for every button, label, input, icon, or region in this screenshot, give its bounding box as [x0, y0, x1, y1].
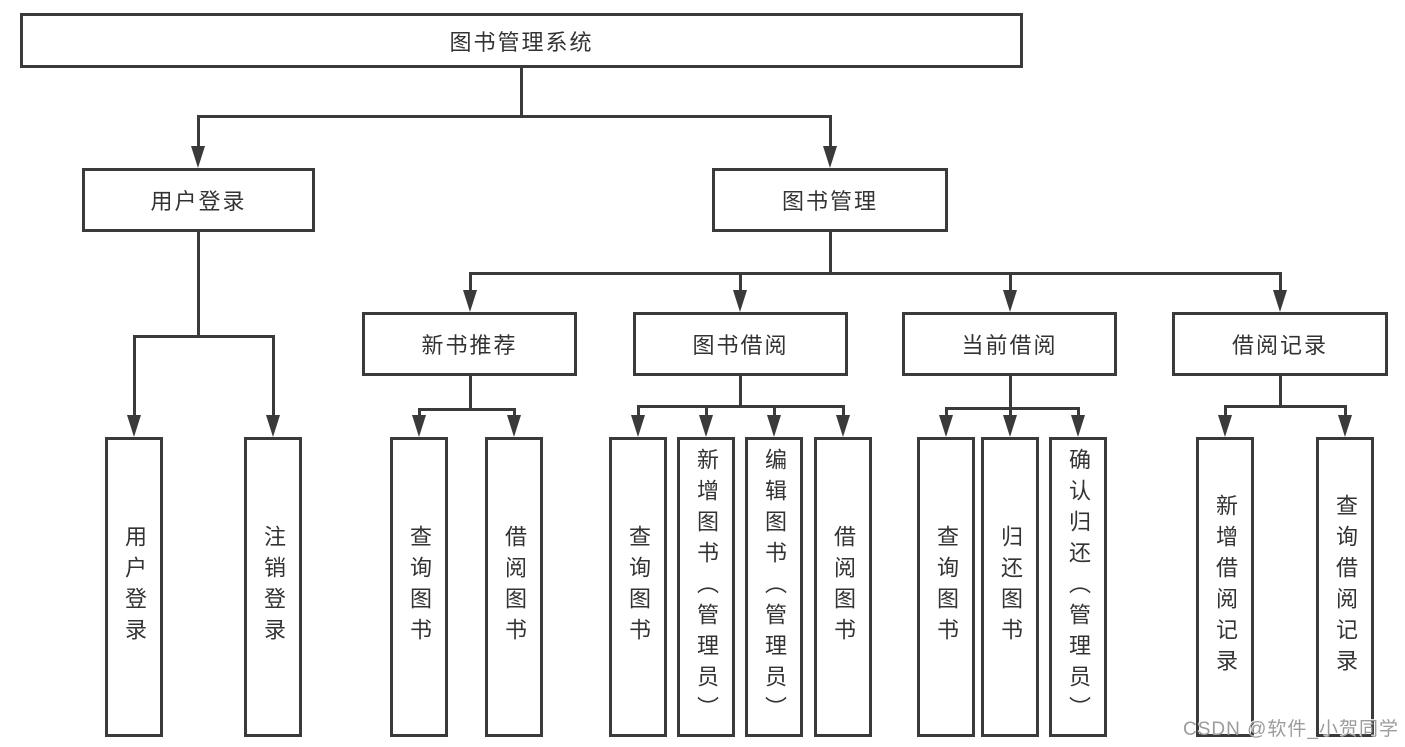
arrow-down-icon	[823, 146, 837, 168]
connector-new-book-rail	[418, 408, 516, 411]
node-borrow-records: 借阅记录	[1172, 312, 1388, 376]
connector-leaf-drop	[272, 335, 275, 415]
leaf-query-book-recommend: 查询图书	[390, 437, 448, 737]
arrow-down-icon	[507, 415, 521, 437]
connector-leaf-drop	[1009, 407, 1012, 415]
leaf-add-book-admin-label: 新增图书（管理员）	[694, 447, 719, 727]
leaf-query-book-recommend-label: 查询图书	[407, 525, 432, 649]
arrow-down-icon	[699, 415, 713, 437]
connector-leaf-drop	[1344, 405, 1347, 415]
arrow-down-icon	[733, 290, 747, 312]
leaf-return-book-label: 归还图书	[998, 525, 1023, 649]
connector-level3-drop	[469, 272, 472, 290]
arrow-down-icon	[836, 415, 850, 437]
node-root-label: 图书管理系统	[449, 29, 594, 55]
arrow-down-icon	[266, 415, 280, 437]
leaf-confirm-return-admin: 确认归还（管理员）	[1049, 437, 1107, 737]
node-root: 图书管理系统	[20, 13, 1023, 68]
connector-leaf-drop	[1224, 405, 1227, 415]
connector-user-leaves-rail	[133, 335, 275, 338]
node-new-book-recommend: 新书推荐	[362, 312, 577, 376]
arrow-down-icon	[1003, 290, 1017, 312]
connector-root-stem	[520, 68, 523, 115]
leaf-add-borrow-record-label: 新增借阅记录	[1213, 494, 1238, 680]
connector-leaf-drop	[842, 405, 845, 415]
node-borrow-records-label: 借阅记录	[1231, 333, 1328, 358]
leaf-query-borrow-record: 查询借阅记录	[1316, 437, 1374, 737]
arrow-down-icon	[1071, 415, 1085, 437]
connector-leaf-drop	[637, 405, 640, 415]
node-user-login: 用户登录	[82, 168, 315, 232]
connector-book-borrow-stem	[739, 376, 742, 405]
connector-new-book-stem	[469, 376, 472, 408]
connector-borrow-records-stem	[1279, 376, 1282, 405]
leaf-borrow-book-recommend: 借阅图书	[485, 437, 543, 737]
leaf-logout-label: 注销登录	[261, 525, 286, 649]
arrow-down-icon	[1273, 290, 1287, 312]
connector-leaf-drop	[513, 408, 516, 415]
leaf-edit-book-admin: 编辑图书（管理员）	[745, 437, 803, 737]
connector-leaf-drop	[705, 405, 708, 415]
leaf-borrow-book-recommend-label: 借阅图书	[502, 525, 527, 649]
leaf-query-book-borrow: 查询图书	[609, 437, 667, 737]
leaf-query-borrow-record-label: 查询借阅记录	[1333, 494, 1358, 680]
connector-borrow-records-rail	[1224, 405, 1347, 408]
leaf-borrow-book-label: 借阅图书	[831, 525, 856, 649]
connector-leaf-drop	[773, 405, 776, 415]
node-current-borrow-label: 当前借阅	[961, 333, 1058, 358]
connector-level2-rail	[197, 115, 832, 118]
connector-level3-drop	[1279, 272, 1282, 290]
arrow-down-icon	[1003, 415, 1017, 437]
arrow-down-icon	[191, 146, 205, 168]
connector-leaf-drop	[133, 335, 136, 415]
connector-current-borrow-rail	[945, 407, 1080, 410]
node-user-login-label: 用户登录	[150, 189, 247, 214]
leaf-edit-book-admin-label: 编辑图书（管理员）	[762, 447, 787, 727]
arrow-down-icon	[767, 415, 781, 437]
node-book-management: 图书管理	[712, 168, 948, 232]
connector-leaf-drop	[945, 407, 948, 415]
node-book-borrow: 图书借阅	[633, 312, 848, 376]
arrow-down-icon	[1338, 415, 1352, 437]
leaf-query-book-current-label: 查询图书	[934, 525, 959, 649]
node-book-management-label: 图书管理	[781, 189, 878, 214]
connector-user-login-stem	[197, 232, 200, 335]
arrow-down-icon	[463, 290, 477, 312]
leaf-borrow-book: 借阅图书	[814, 437, 872, 737]
leaf-logout: 注销登录	[244, 437, 302, 737]
connector-level3-rail	[469, 272, 1281, 275]
leaf-confirm-return-admin-label: 确认归还（管理员）	[1066, 447, 1091, 727]
leaf-add-borrow-record: 新增借阅记录	[1196, 437, 1254, 737]
connector-leaf-drop	[1077, 407, 1080, 415]
node-current-borrow: 当前借阅	[902, 312, 1117, 376]
leaf-return-book: 归还图书	[981, 437, 1039, 737]
leaf-user-login: 用户登录	[105, 437, 163, 737]
arrow-down-icon	[412, 415, 426, 437]
connector-book-mgmt-stem	[829, 232, 832, 272]
connector-book-borrow-rail	[637, 405, 845, 408]
arrow-down-icon	[1218, 415, 1232, 437]
node-book-borrow-label: 图书借阅	[692, 333, 789, 358]
connector-leaf-drop	[418, 408, 421, 415]
arrow-down-icon	[127, 415, 141, 437]
connector-current-borrow-stem	[1009, 376, 1012, 407]
leaf-add-book-admin: 新增图书（管理员）	[677, 437, 735, 737]
leaf-query-book-current: 查询图书	[917, 437, 975, 737]
connector-user-login-drop	[197, 115, 200, 146]
leaf-query-book-borrow-label: 查询图书	[626, 525, 651, 649]
leaf-user-login-label: 用户登录	[122, 525, 147, 649]
connector-level3-drop	[1009, 272, 1012, 290]
arrow-down-icon	[939, 415, 953, 437]
connector-book-mgmt-drop	[829, 115, 832, 146]
node-new-book-recommend-label: 新书推荐	[421, 333, 518, 358]
csdn-watermark: CSDN @软件_小贺同学	[1183, 719, 1399, 740]
connector-level3-drop	[739, 272, 742, 290]
arrow-down-icon	[631, 415, 645, 437]
